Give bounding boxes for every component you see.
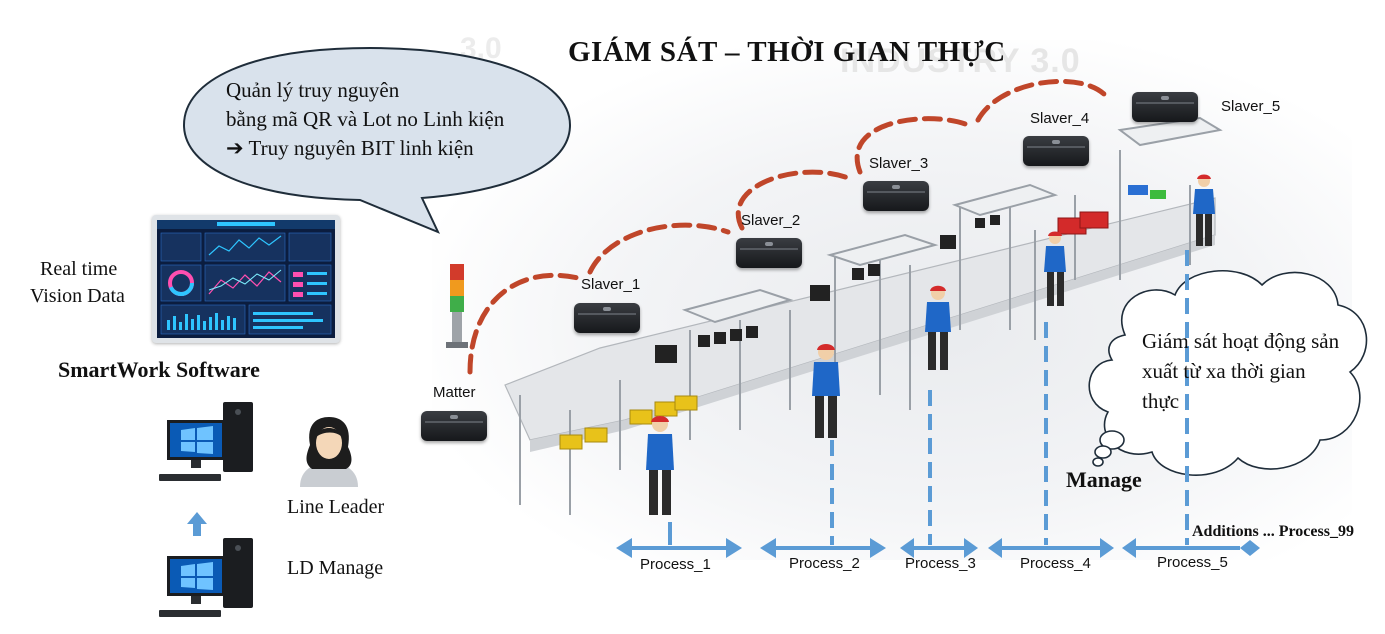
matter-label: Matter [433,384,476,401]
software-label: SmartWork Software [58,357,260,382]
realtime-label-1: Real time [40,258,118,280]
line-leader-label: Line Leader [287,496,385,518]
signal-tower-icon [446,264,468,348]
watermark-industry: INDUSTRY 3.0 [840,42,1081,80]
slaver-1-label: Slaver_1 [581,276,641,293]
process-dashed-verticals [830,250,1189,545]
desktop-computer-icon [159,538,253,617]
process-5-label: Process_5 [1157,554,1228,571]
dashed-link-chain [467,78,1108,375]
process-1-label: Process_1 [640,556,711,573]
ld-manage-label: LD Manage [287,557,384,579]
bubble-line-3: ➔ Truy nguyên BIT linh kiện [226,134,504,163]
process-arrows [616,538,1260,558]
slaver-4-device [1023,136,1089,166]
desktop-computer-icon [159,402,253,481]
dashboard-graphics [157,220,335,335]
process-4-label: Process_4 [1020,555,1091,572]
realtime-label-2: Vision Data [30,285,125,307]
slaver-2-label: Slaver_2 [741,212,801,229]
cloud-text: Giám sát hoạt động sản xuất từ xa thời g… [1142,329,1340,413]
bubble-line-3-text: Truy nguyên BIT linh kiện [248,136,474,160]
bubble-line-1: Quản lý truy nguyên [226,78,400,102]
process-2-label: Process_2 [789,555,860,572]
slaver-3-label: Slaver_3 [869,155,929,172]
speech-bubble-shape [182,46,572,234]
slaver-3-device [863,181,929,211]
dashboard-monitor [152,215,340,343]
worker-figure [925,285,951,370]
slaver-4-label: Slaver_4 [1030,110,1090,127]
slaver-2-device [736,238,802,268]
dashboard-screen [157,220,335,338]
matter-device [421,411,487,441]
up-arrow-icon [187,512,207,536]
worker-figure [1044,231,1066,306]
worker-figure [646,416,674,515]
production-line-illustration [504,116,1223,515]
process-3-label: Process_3 [905,555,976,572]
slaver-1-device [574,303,640,333]
page-title: GIÁM SÁT – THỜI GIAN THỰC [568,36,1006,68]
bubble-line-2: bằng mã QR và Lot no Linh kiện [226,107,505,131]
worker-figure [812,344,840,438]
slaver-5-label: Slaver_5 [1221,98,1281,115]
thought-cloud-shape [1088,270,1368,476]
line-leader-avatar-icon [300,417,358,487]
slaver-5-device [1132,92,1198,122]
additions-label: Additions ... Process_99 [1192,523,1354,540]
arrow-right-icon: ➔ [226,136,244,160]
worker-figure [1193,174,1215,246]
speech-bubble-text: Quản lý truy nguyên bằng mã QR và Lot no… [226,76,504,163]
manage-label: Manage [1066,467,1142,492]
